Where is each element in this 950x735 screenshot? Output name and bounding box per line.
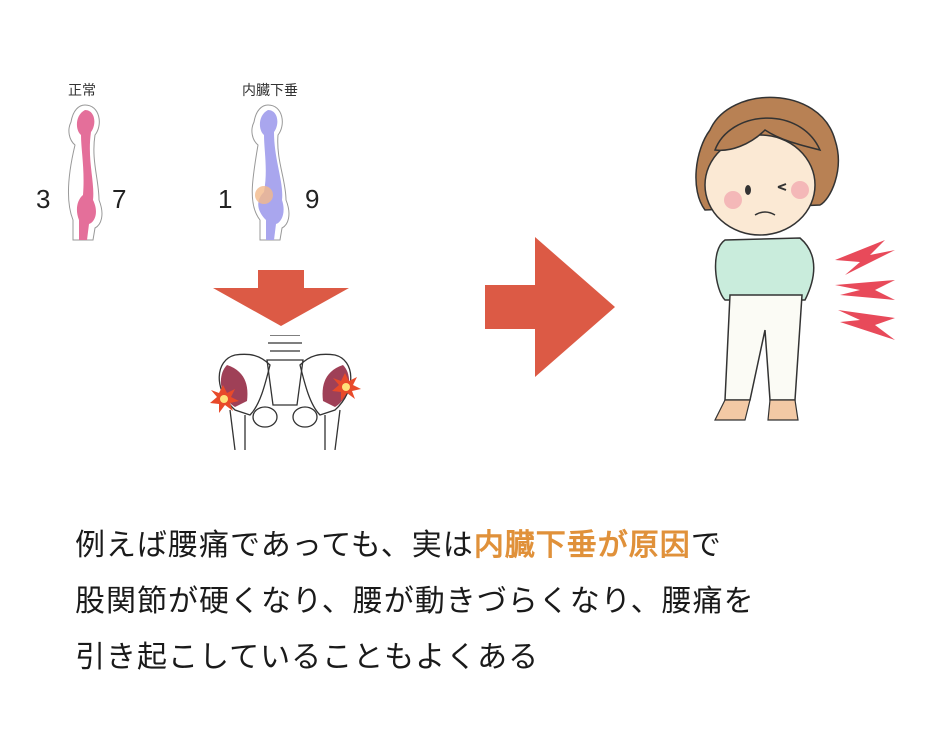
ptosis-back-ratio: 9 <box>305 184 320 214</box>
ptosis-label: 内臓下垂 <box>242 83 298 99</box>
right-arrow-icon <box>485 237 615 377</box>
down-arrow-icon <box>213 270 349 326</box>
normal-front-ratio: 3 <box>36 184 51 214</box>
normal-label: 正常 <box>68 83 96 99</box>
caption-line-1-prefix: 例えば腰痛であっても、実は <box>75 528 474 563</box>
woman-back-pain-illustration <box>695 96 895 421</box>
caption-line-1: 例えば腰痛であっても、実は内臓下垂が原因で <box>75 518 895 574</box>
normal-posture-figure <box>68 104 103 241</box>
caption-highlight: 内臓下垂が原因 <box>473 528 691 563</box>
caption-line-2: 股関節が硬くなり、腰が動きづらくなり、腰痛を <box>75 584 755 619</box>
ptosis-front-ratio: 1 <box>218 184 233 214</box>
ptosis-posture-figure <box>251 104 290 241</box>
caption-line-1-suffix: で <box>690 528 722 563</box>
caption-text: 例えば腰痛であっても、実は内臓下垂が原因で 股関節が硬くなり、腰が動きづらくなり… <box>75 518 895 686</box>
caption-line-3: 引き起こしていることもよくある <box>75 640 540 675</box>
pelvis-hip-pain-illustration <box>210 335 361 450</box>
normal-back-ratio: 7 <box>112 184 127 214</box>
